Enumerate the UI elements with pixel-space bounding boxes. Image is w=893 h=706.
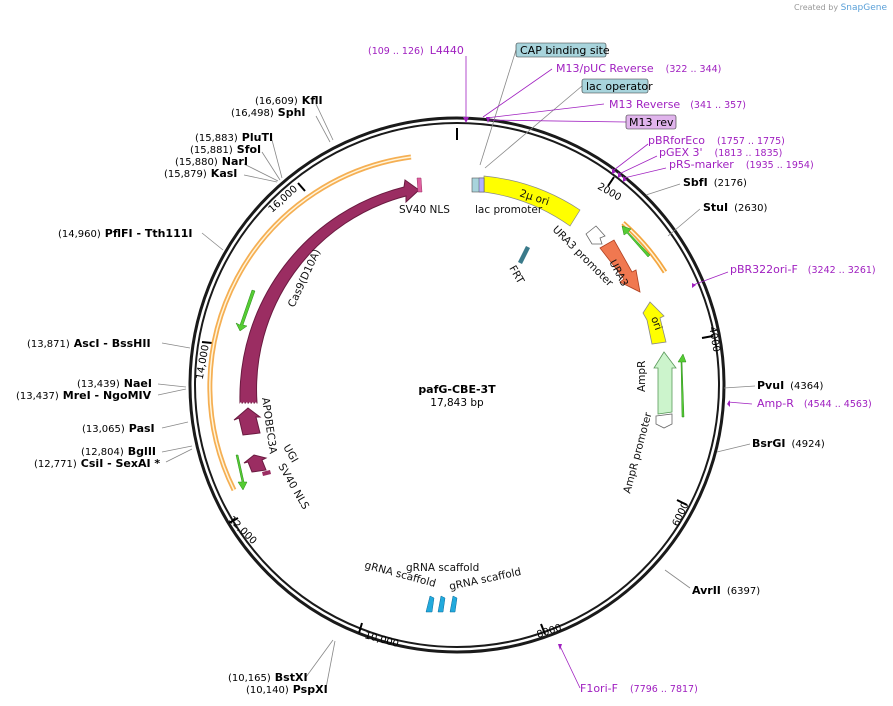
- ampr-promoter-arrow: [655, 413, 673, 429]
- label-sv40-nls-bottom: SV40 NLS: [275, 462, 311, 512]
- primer-prs-marker: pRS-marker(1935 .. 1954): [669, 158, 814, 171]
- tick-4000: 4000: [706, 326, 721, 353]
- site-kasi: (15,879)KasI: [164, 167, 237, 180]
- ura3-arrow: [599, 239, 641, 293]
- apobec3a-arrow: [233, 407, 262, 436]
- primer-amp-r: Amp-R(4544 .. 4563): [757, 397, 872, 410]
- site-naei: (13,439)NaeI: [77, 377, 152, 390]
- box-m13-rev-label: M13 rev: [629, 116, 674, 129]
- grna-arrows: [425, 595, 458, 613]
- right-site-leaders: [645, 183, 756, 589]
- primer-f1ori-f: F1ori-F(7796 .. 7817): [580, 682, 698, 695]
- label-lac-promoter: lac promoter: [475, 204, 543, 216]
- sv40-nls-bottom-marker: [262, 470, 271, 476]
- box-lac-operator: [581, 78, 649, 94]
- site-csii: (12,771)CsiI - SexAI *: [34, 457, 160, 470]
- label-ori: ori: [648, 315, 664, 332]
- frt-marker: [518, 246, 530, 264]
- box-m13-rev: [625, 114, 677, 130]
- label-grna-2: gRNA scaffold: [406, 562, 479, 574]
- orange-arc-left-inner: [209, 156, 412, 491]
- label-ampr: AmpR: [636, 361, 648, 392]
- ura3-promoter-arrow: [585, 225, 606, 245]
- site-pasi: (13,065)PasI: [82, 422, 155, 435]
- label-ampr-promoter: AmpR promoter: [621, 410, 654, 494]
- tick-10000: 10,000: [363, 630, 400, 650]
- site-pvui: PvuI(4364): [757, 379, 824, 392]
- plasmid-name: pafG-CBE-3T: [418, 383, 496, 396]
- site-sbfi: SbfI(2176): [683, 176, 747, 189]
- left-site-leaders: [157, 103, 336, 689]
- label-ugi: UGI: [280, 443, 300, 465]
- sv40-nls-top-marker: [416, 177, 423, 193]
- orange-arc-left: [207, 154, 412, 492]
- green-arrows: [235, 225, 687, 491]
- top-leaders: [463, 49, 753, 689]
- site-mrei: (13,437)MreI - NgoMIV: [16, 389, 152, 402]
- box-cap-binding-site: [515, 42, 607, 58]
- tick-8000: 8000: [536, 623, 564, 641]
- site-stui: StuI(2630): [703, 201, 767, 214]
- primer-arrowheads: [558, 168, 730, 650]
- site-sfoi: (15,881)SfoI: [190, 143, 261, 156]
- primer-l4440: (109 .. 126)L4440: [368, 44, 464, 57]
- backbone-outer: [188, 116, 726, 654]
- primer-pgex3: pGEX 3'(1813 .. 1835): [659, 146, 782, 159]
- tick-marks: [201, 176, 714, 635]
- label-apobec3a: APOBEC3A: [259, 397, 279, 456]
- primer-pbr322ori-f: pBR322ori-F(3242 .. 3261): [730, 263, 876, 276]
- orange-arc-right-inner: [622, 222, 666, 273]
- site-bglii: (12,804)BglII: [81, 445, 156, 458]
- cas9-arrow: [239, 179, 420, 404]
- tick-6000: 6000: [671, 501, 692, 529]
- site-nari: (15,880)NarI: [175, 155, 248, 168]
- site-pspxi: (10,140)PspXI: [246, 683, 328, 696]
- plasmid-length: 17,843 bp: [430, 397, 484, 409]
- ugi-arrow: [243, 454, 268, 473]
- ampr-arrow: [653, 351, 677, 415]
- label-sv40-nls-top: SV40 NLS: [399, 204, 450, 216]
- primer-m13-reverse: M13 Reverse(341 .. 357): [609, 98, 746, 111]
- site-bstxi: (10,165)BstXI: [228, 671, 308, 684]
- label-frt: FRT: [506, 264, 526, 287]
- site-bsrgi: BsrGI(4924): [752, 437, 825, 450]
- snapgene-credit: Created by SnapGene: [794, 3, 887, 13]
- primer-pbrforeco: pBRforEco(1757 .. 1775): [648, 134, 785, 147]
- backbone-inner: [194, 122, 720, 648]
- box-lac-operator-label: lac operator: [586, 80, 653, 93]
- site-avrii: AvrII(6397): [692, 584, 760, 597]
- site-pflfi: (14,960)PflFI - Tth111I: [58, 227, 193, 240]
- credit-brand: SnapGene: [840, 3, 887, 13]
- box-cap-binding-site-label: CAP binding site: [520, 44, 610, 57]
- site-sphi: (16,498)SphI: [231, 106, 306, 119]
- ori-arrow: [642, 301, 667, 345]
- primer-m13-puc-reverse: M13/pUC Reverse(322 .. 344): [556, 62, 721, 75]
- site-asci: (13,871)AscI - BssHII: [27, 337, 151, 350]
- label-ura3-promoter: URA3 promoter: [550, 224, 616, 290]
- two-micron-ori-arrow: [483, 175, 581, 227]
- lac-operator-mark: [478, 177, 485, 193]
- site-kfli: (16,609)KflI: [255, 94, 323, 107]
- credit-prefix: Created by: [794, 3, 839, 12]
- site-pluti: (15,883)PluTI: [195, 131, 273, 144]
